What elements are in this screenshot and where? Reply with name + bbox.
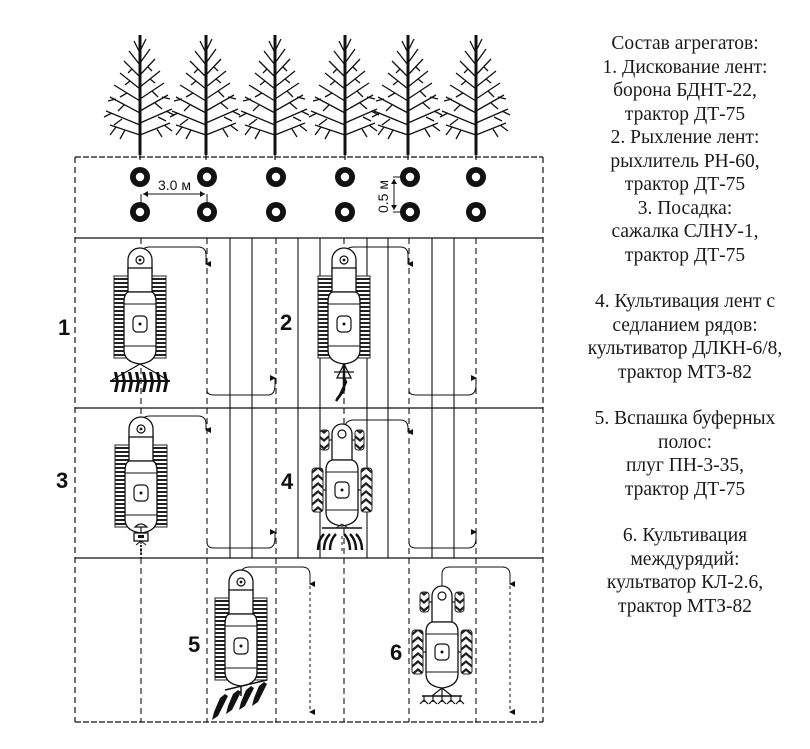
plow-icon	[212, 679, 268, 720]
legend-item-1: 1. Дискование лент: борона БДНТ-22, трак…	[602, 56, 768, 125]
unit-5-plow: 5	[188, 569, 268, 720]
crawler-tractor-icon	[113, 247, 167, 365]
unit-number-1: 1	[58, 315, 70, 340]
disc-harrow-icon	[114, 372, 168, 392]
unit-4-cultivator: 4	[281, 423, 373, 554]
crawler-tractor-icon	[114, 416, 168, 534]
tree-icon	[168, 33, 242, 157]
legend-item-2: 2. Рыхление лент: рыхлитель РН-60, тракт…	[610, 127, 760, 195]
legend-item-5: 5. Вспашка буферных полос: плуг ПН-3-35,…	[594, 408, 776, 500]
in-row-spacing-label: 0.5 м	[375, 180, 391, 213]
unit-2-ripper: 2	[280, 247, 371, 402]
legend-item-4: 4. Культивация лент с седланием рядов: к…	[587, 291, 783, 383]
wheeled-tractor-icon	[311, 423, 373, 527]
wheeled-tractor-icon	[411, 585, 473, 689]
tree-icon	[307, 33, 381, 157]
unit-6-row-cultivator: 6	[390, 585, 473, 705]
legend-item-6: 6. Культивация междурядий: культватор КЛ…	[606, 525, 764, 617]
seedling-icon	[266, 167, 286, 187]
unit-number-6: 6	[390, 640, 402, 665]
seedling-icon	[130, 202, 150, 222]
row-cultivator-icon	[419, 687, 465, 705]
cultivator-icon	[316, 523, 364, 554]
planting-scheme-diagram: 3.0 м 0.5 м	[56, 33, 544, 723]
tree-belt	[102, 33, 512, 157]
unit-number-4: 4	[281, 469, 294, 494]
tree-icon	[438, 33, 512, 157]
unit-number-2: 2	[280, 310, 292, 335]
legend-item-3: 3. Посадка: сажалка СЛНУ-1, трактор ДТ-7…	[611, 197, 759, 266]
crawler-tractor-icon	[214, 569, 268, 687]
legend-panel: Состав агрегатов: 1. Дискование лент: бо…	[560, 32, 810, 618]
seedling-icon	[466, 202, 486, 222]
unit-1-disc-harrow: 1	[58, 247, 170, 392]
seedling-icon	[197, 202, 217, 222]
seedling-icon	[335, 202, 355, 222]
tree-icon	[370, 33, 444, 157]
unit-number-3: 3	[56, 468, 68, 493]
tree-icon	[237, 33, 311, 157]
unit-number-5: 5	[188, 632, 200, 657]
crawler-tractor-icon	[317, 247, 371, 365]
tree-icon	[102, 33, 176, 157]
seedling-icon	[130, 167, 150, 187]
seedling-icon	[197, 167, 217, 187]
legend-title: Состав агрегатов:	[611, 33, 759, 54]
dimension-row-spacing: 3.0 м	[140, 177, 208, 204]
seedling-icon	[466, 167, 486, 187]
planter-icon	[133, 523, 149, 558]
dimension-in-row-spacing: 0.5 м	[375, 176, 403, 213]
unit-3-planter: 3	[56, 416, 168, 558]
row-spacing-label: 3.0 м	[158, 177, 191, 193]
ripper-icon	[334, 362, 354, 402]
seedling-icon	[266, 202, 286, 222]
seedling-icon	[335, 167, 355, 187]
